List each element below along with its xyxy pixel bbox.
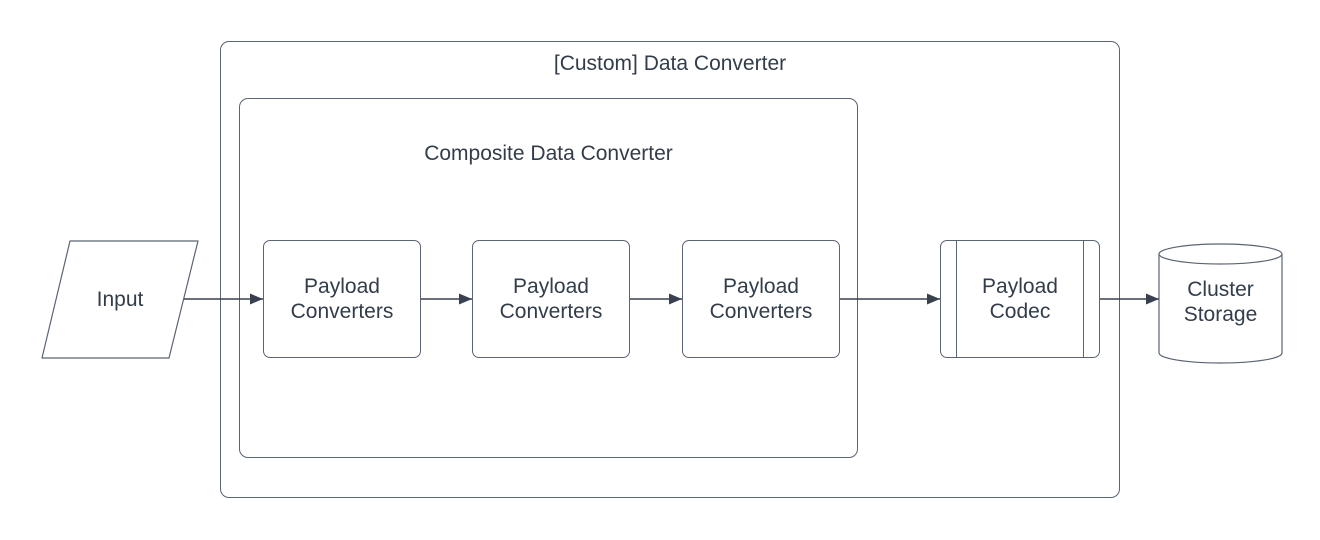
payload-converter-label-2: Payload Converters bbox=[499, 275, 603, 323]
payload-codec-label: Payload Codec bbox=[982, 275, 1058, 323]
cylinder-body bbox=[1158, 254, 1283, 364]
payload-converter-label-1: Payload Converters bbox=[290, 275, 394, 323]
input-parallelogram bbox=[41, 240, 199, 359]
payload-converter-node-3: Payload Converters bbox=[682, 240, 840, 358]
input-label: Input bbox=[96, 287, 144, 311]
codec-inner-line-right bbox=[1083, 241, 1084, 357]
custom-data-converter-title: [Custom] Data Converter bbox=[553, 52, 787, 75]
cluster-storage-label: Cluster Storage bbox=[1183, 278, 1258, 326]
payload-codec-node: Payload Codec bbox=[940, 240, 1100, 358]
payload-converter-node-1: Payload Converters bbox=[263, 240, 421, 358]
input-parallelogram-shape bbox=[41, 240, 199, 359]
codec-inner-line-left bbox=[956, 241, 957, 357]
composite-data-converter-title: Composite Data Converter bbox=[424, 142, 673, 165]
cluster-storage-cylinder bbox=[1158, 243, 1283, 364]
payload-converter-label-3: Payload Converters bbox=[709, 275, 813, 323]
cylinder-top bbox=[1158, 243, 1283, 265]
payload-converter-node-2: Payload Converters bbox=[472, 240, 630, 358]
